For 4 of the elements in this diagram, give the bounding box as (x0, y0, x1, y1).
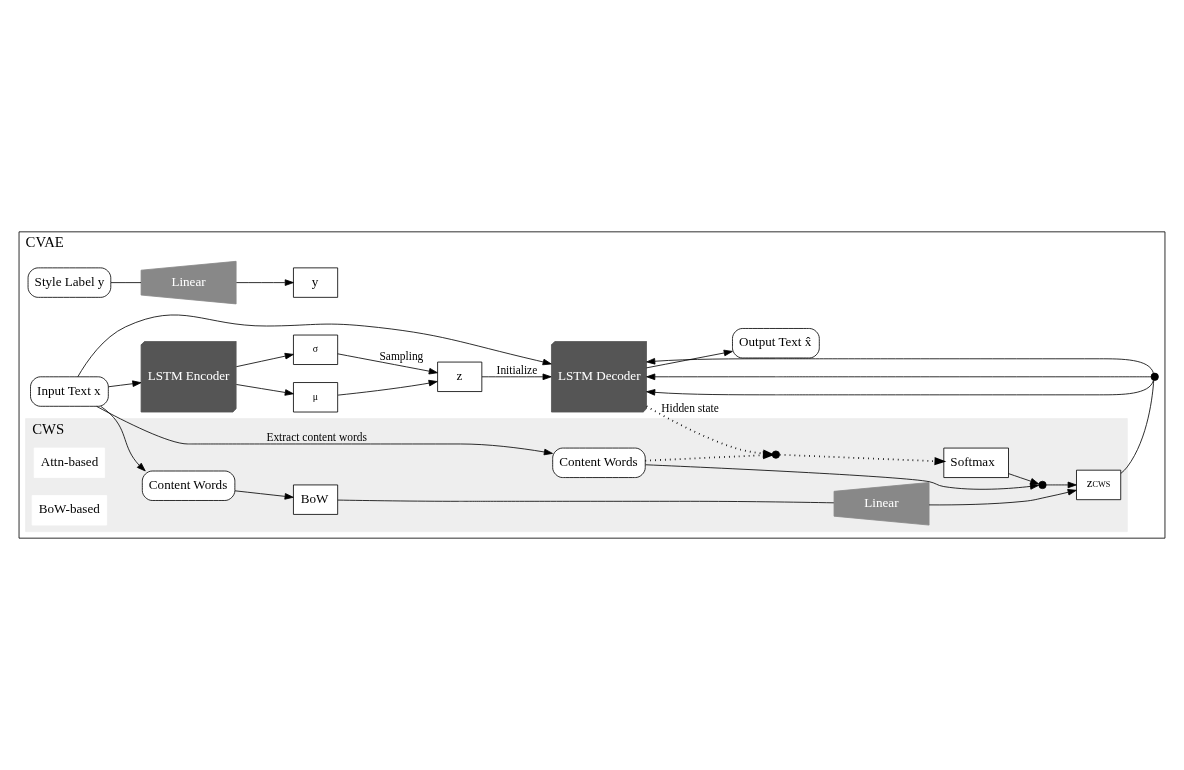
edge-label: Extract content words (266, 430, 367, 443)
edge-label: Initialize (496, 363, 538, 376)
edge-label: Sampling (379, 349, 424, 362)
edge-label: Hidden state (661, 402, 719, 415)
